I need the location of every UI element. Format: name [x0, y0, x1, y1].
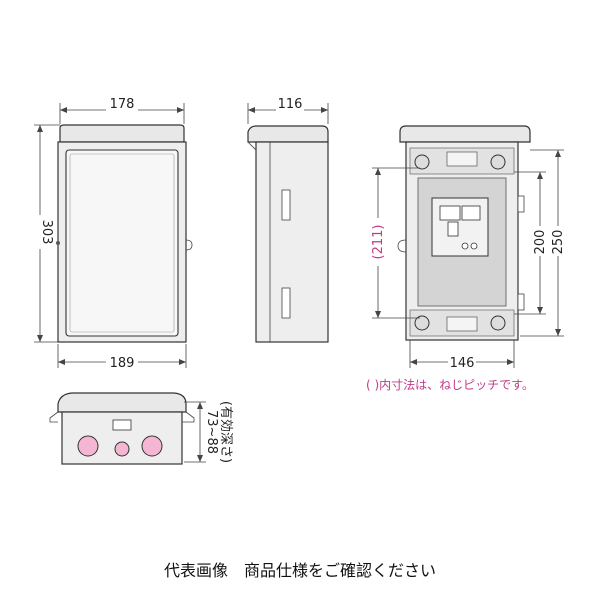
dim-width-top: 178 [110, 97, 135, 112]
arrow [179, 359, 186, 365]
dim-depth-range: 73~88 [204, 410, 219, 454]
arrow [321, 107, 328, 113]
label-bg [448, 350, 476, 366]
screw-boss-tr [490, 154, 506, 170]
dim-inner-height-1: 200 [533, 230, 548, 255]
front-window-inner [69, 153, 175, 333]
dim-depth-note: (有効深さ) [218, 401, 233, 463]
side-bracket-bottom [281, 287, 291, 319]
caption: 代表画像 商品仕様をご確認ください [164, 561, 436, 580]
inner-view: (211) 200 250 146 ( )内寸法は、ねじピッチです。 [366, 125, 566, 392]
arrow [537, 172, 543, 179]
label-bg [276, 96, 304, 112]
arrow [177, 107, 184, 113]
label-bg [106, 350, 138, 366]
arrow [410, 359, 417, 365]
arrow [555, 329, 561, 336]
dim-height: 303 [39, 220, 54, 245]
dim-pitch-height: (211) [371, 225, 386, 260]
arrow [197, 455, 203, 462]
dim-inner-height-2: 250 [551, 230, 566, 255]
inner-side-bracket [517, 293, 525, 311]
arrow [197, 402, 203, 409]
bottom-latch [49, 411, 59, 423]
front-side-tab [185, 239, 193, 251]
inner-lid [399, 125, 531, 143]
label-bg [368, 218, 386, 266]
label-bg [106, 96, 138, 112]
inner-side-bracket [517, 195, 525, 213]
arrow [60, 107, 67, 113]
front-view: 178 303 189 [30, 96, 193, 371]
dim-pitch-width: 146 [450, 356, 475, 371]
screw-boss-tl [414, 154, 430, 170]
arrow [58, 359, 65, 365]
arrow [248, 107, 255, 113]
knockout-center [114, 441, 130, 457]
arrow [37, 335, 43, 342]
arrow [537, 307, 543, 314]
screw-boss-br [490, 315, 506, 331]
side-bracket-top [281, 189, 291, 221]
arrow [375, 168, 381, 175]
arrow [375, 311, 381, 318]
side-lid [247, 125, 329, 143]
label-bg [532, 226, 548, 256]
bottom-rail [446, 316, 478, 332]
screw-pitch-note: ( )内寸法は、ねじピッチです。 [366, 378, 534, 392]
arrow [507, 359, 514, 365]
breaker-terminal-top [461, 205, 481, 221]
knockout-right [141, 435, 163, 457]
dim-depth: 116 [278, 97, 303, 112]
top-rail [446, 151, 478, 167]
side-hinge-line [247, 141, 257, 151]
screw-boss-bl [414, 315, 430, 331]
front-latch [56, 241, 60, 245]
bottom-view: 73~88 (有効深さ) [49, 392, 233, 465]
arrow [37, 125, 43, 132]
side-view: 116 [247, 96, 329, 343]
breaker-terminal-top [439, 205, 461, 221]
bottom-hinge [182, 411, 195, 423]
bottom-slot [112, 419, 132, 431]
arrow [555, 150, 561, 157]
front-lid [59, 124, 185, 143]
label-bg [550, 226, 566, 256]
side-body [255, 141, 329, 343]
label-bg [30, 215, 46, 249]
breaker-screw [470, 242, 478, 250]
inner-side-clip [397, 239, 407, 253]
front-window [65, 149, 179, 337]
knockout-left [77, 435, 99, 457]
breaker-screw [461, 242, 469, 250]
breaker-switch-icon [447, 221, 459, 237]
dim-width-bottom: 189 [110, 356, 135, 371]
bottom-lid [57, 392, 187, 413]
